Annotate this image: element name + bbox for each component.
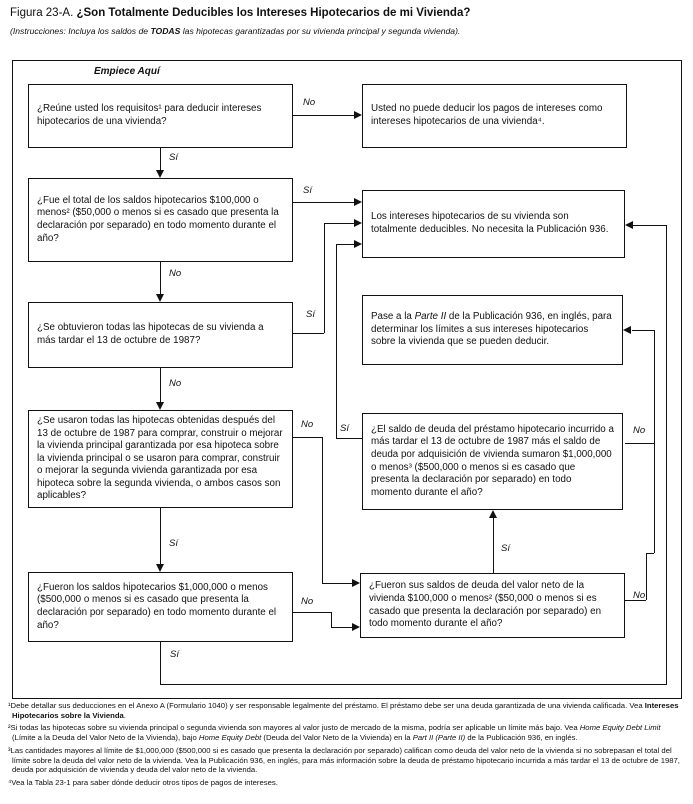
figure-title-main: ¿Son Totalmente Deducibles los Intereses… [76,7,471,19]
box-q7-home-equity-100k: ¿Fueron sus saldos de deuda del valor ne… [360,573,625,638]
box-q2-text: ¿Fue el total de los saldos hipotecarios… [37,194,279,244]
footnote-3: ³Las cantidades mayores al límite de $1,… [8,745,680,775]
arrow-into-q6-bottom [489,510,497,518]
box-q4-text: ¿Se usaron todas las hipotecas obtenidas… [37,414,283,502]
figure-title-prefix: Figura 23-A. [10,7,74,19]
box-result-fully-deductible: Los intereses hipotecarios de su viviend… [362,190,625,258]
edge-label-q7-yes: Sí [501,543,510,554]
edge-label-q4-no: No [301,419,314,430]
edge-label-q2-no: No [169,268,182,279]
connector-q5-no-h2 [331,627,353,628]
edge-label-q1-yes: Sí [169,152,178,163]
arrow-into-r2-second [354,219,362,227]
connector-q2-yes-line [293,202,355,203]
box-q1-text: ¿Reúne usted los requisitos¹ para deduci… [37,103,262,127]
box-r4-text: ¿El saldo de deuda del préstamo hipoteca… [371,423,614,498]
arrow-into-q7-lower [352,623,360,631]
box-r3-text: Pase a la Parte II de la Publicación 936… [371,311,612,348]
box-r1-text: Usted no puede deducir los pagos de inte… [371,103,603,127]
edge-label-q7-no: No [633,590,646,601]
edge-label-q3-no: No [169,378,182,389]
connector-q6-yes-h1 [336,438,362,439]
box-result-cannot-deduct: Usted no puede deducir los pagos de inte… [362,84,627,148]
footnote-1: ¹Debe detallar sus deducciones en el Ane… [8,701,679,720]
edge-label-q1-no: No [303,97,316,108]
connector-q3-yes-h2 [324,223,355,224]
edge-label-q5-no: No [301,596,314,607]
box-q2-total-100k: ¿Fue el total de los saldos hipotecarios… [28,178,293,262]
edge-label-q5-yes: Sí [170,649,179,660]
arrow-into-r2-third [354,240,362,248]
connector-q6-no-h [625,443,654,444]
edge-label-q2-yes: Sí [303,185,312,196]
arrow-into-r2-first [354,198,362,206]
arrow-into-q2 [156,170,164,178]
connector-q3-yes-h1 [293,333,324,334]
connector-q7-no-h [625,600,646,601]
connector-q6-yes-h2 [336,244,355,245]
connector-q6-yes-v [336,244,337,438]
figure-title: Figura 23-A. ¿Son Totalmente Deducibles … [10,7,470,19]
box-q4-used-to-buy-build-improve: ¿Se usaron todas las hipotecas obtenidas… [28,410,293,508]
connector-no-shared-v [654,330,655,553]
connector-q3-yes-v [324,223,325,333]
footnote-2: ²Si todas las hipotecas sobre su viviend… [8,723,661,743]
connector-into-r2-right [632,225,667,226]
connector-q4-yes-line [160,508,161,566]
connector-q5-no-h1 [293,612,331,613]
figure-instructions: (Instrucciones: Incluya los saldos de TO… [10,26,461,36]
connector-q1-no-line [293,115,355,116]
box-r2-text: Los intereses hipotecarios de su viviend… [371,211,609,235]
arrow-into-r3-right [623,326,631,334]
box-r5-text: ¿Fueron sus saldos de deuda del valor ne… [369,580,602,630]
flowchart-border [12,60,682,699]
box-q5-text: ¿Fueron los saldos hipotecarios $1,000,0… [37,581,277,631]
arrow-into-q3 [156,294,164,302]
footnotes: ¹Debe detallar sus deducciones en el Ane… [8,701,686,791]
connector-bottom-rail [160,684,667,685]
edge-label-q3-yes: Sí [306,309,315,320]
arrow-into-q4 [156,402,164,410]
footnote-4: ⁴Vea la Tabla 23-1 para saber dónde dedu… [8,777,278,787]
connector-q4-no-h2 [322,583,353,584]
connector-q7-no-v [646,553,647,600]
box-result-go-to-part-ii: Pase a la Parte II de la Publicación 936… [362,295,623,365]
arrow-into-q7-upper [352,579,360,587]
connector-q2-no-line [160,262,161,296]
connector-q4-no-v [322,437,323,583]
connector-q5-yes-down [160,642,161,685]
edge-label-q4-yes: Sí [169,538,178,549]
box-q3-text: ¿Se obtuvieron todas las hipotecas de su… [37,322,264,346]
arrow-into-q5 [156,564,164,572]
connector-q3-no-line [160,368,161,404]
box-q3-before-oct-1987: ¿Se obtuvieron todas las hipotecas de su… [28,302,293,368]
edge-label-q6-no: No [633,425,646,436]
connector-right-rail [666,225,667,685]
connector-q4-no-h1 [293,437,322,438]
connector-into-r3 [632,330,654,331]
edge-label-q6-yes: Sí [340,423,349,434]
box-q5-balances-1m: ¿Fueron los saldos hipotecarios $1,000,0… [28,572,293,642]
arrow-into-r1 [354,111,362,119]
connector-q5-no-v [331,612,332,627]
arrow-into-r2-right [625,221,633,229]
start-here-label: Empiece Aquí [94,66,160,77]
box-q6-grandfathered-plus-acquisition-1m: ¿El saldo de deuda del préstamo hipoteca… [362,413,623,510]
connector-q7-no-jog [646,553,654,554]
connector-q7-yes-line [493,517,494,573]
connector-q1-yes-line [160,148,161,172]
box-q1-meets-requirements: ¿Reúne usted los requisitos¹ para deduci… [28,84,293,148]
